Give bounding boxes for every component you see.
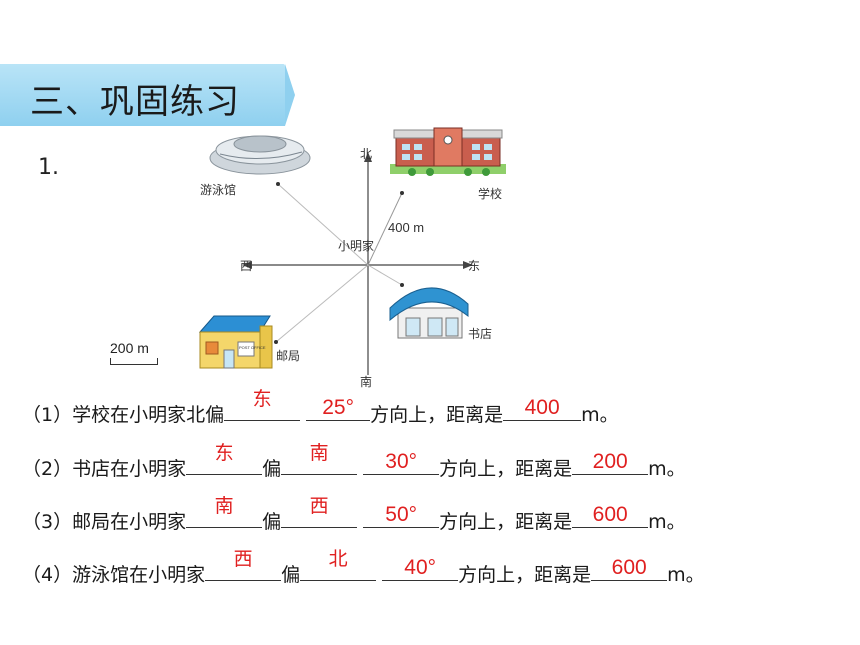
line4-prefix: （4）游泳馆在小明家 <box>22 564 206 586</box>
question-line-3: （3）邮局在小明家 南偏 西 50° 方向上，距离是 600 m。 <box>22 495 686 534</box>
line2-tail: 方向上，距离是 <box>439 458 573 480</box>
line3-prefix: （3）邮局在小明家 <box>22 511 187 533</box>
scale-label: 200 m <box>110 340 149 356</box>
line2-unit: m。 <box>648 458 686 480</box>
north-label: 北 <box>360 147 372 161</box>
line2-prefix: （2）书店在小明家 <box>22 458 187 480</box>
post-line <box>275 264 369 343</box>
line4-answer-direction1: 西 <box>233 548 253 570</box>
line3-mid: 偏 <box>262 511 282 533</box>
line4-unit: m。 <box>667 564 705 586</box>
school-label: 学校 <box>478 186 502 201</box>
line4-blank-direction2[interactable]: 北 <box>300 548 377 581</box>
east-label: 东 <box>468 259 480 273</box>
line4-answer-direction2: 北 <box>328 548 348 570</box>
line3-blank-direction1[interactable]: 南 <box>186 495 263 528</box>
line4-answer-degree: 40° <box>404 556 437 579</box>
line3-answer-direction1: 南 <box>214 495 234 517</box>
west-label: 西 <box>240 259 252 273</box>
post-office-icon: POST OFFICE <box>198 315 273 369</box>
swimming-line <box>277 183 369 266</box>
direction-map: 北 南 东 西 小明家 400 m 学校 书店 邮局 游泳馆 <box>198 127 506 389</box>
line4-mid: 偏 <box>281 564 301 586</box>
line4-tail: 方向上，距离是 <box>458 564 592 586</box>
line1-prefix: （1）学校在小明家北偏 <box>22 404 225 426</box>
section-title: 三、巩固练习 <box>30 82 240 122</box>
post-sign: POST OFFICE <box>239 345 266 350</box>
school-line <box>367 192 403 266</box>
swimming-hall-icon <box>209 135 311 175</box>
line1-blank-distance[interactable]: 400 <box>503 396 582 421</box>
line4-blank-distance[interactable]: 600 <box>591 556 668 581</box>
question-number: 1. <box>38 155 59 180</box>
swimming-hall-label: 游泳馆 <box>200 182 236 197</box>
scale-bar <box>110 358 158 365</box>
line1-answer-degree: 25° <box>322 396 355 419</box>
line2-blank-distance[interactable]: 200 <box>572 450 649 475</box>
line4-answer-distance: 600 <box>611 556 647 579</box>
line3-blank-distance[interactable]: 600 <box>572 503 649 528</box>
line1-blank-direction[interactable]: 东 <box>224 388 301 421</box>
line4-blank-degree[interactable]: 40° <box>382 556 459 581</box>
line2-answer-direction1: 东 <box>214 442 234 464</box>
line3-answer-distance: 600 <box>592 503 628 526</box>
question-line-1: （1）学校在小明家北偏 东 25° 方向上，距离是 400 m。 <box>22 388 619 427</box>
bookstore-label: 书店 <box>468 327 492 341</box>
line2-answer-distance: 200 <box>592 450 628 473</box>
bookstore-line <box>367 264 403 286</box>
bookstore-icon <box>389 287 469 339</box>
line1-blank-degree[interactable]: 25° <box>306 396 371 421</box>
line2-answer-direction2: 南 <box>309 442 329 464</box>
line2-answer-degree: 30° <box>385 450 418 473</box>
line1-tail: 方向上，距离是 <box>370 404 504 426</box>
center-label: 小明家 <box>338 238 374 253</box>
line2-blank-direction1[interactable]: 东 <box>186 442 263 475</box>
line1-answer-direction: 东 <box>252 388 272 410</box>
banner-background <box>0 64 285 126</box>
north-arrow <box>364 152 372 162</box>
line2-blank-degree[interactable]: 30° <box>363 450 440 475</box>
west-arrow <box>242 261 252 269</box>
line2-mid: 偏 <box>262 458 282 480</box>
line3-blank-degree[interactable]: 50° <box>363 503 440 528</box>
distance-label: 400 m <box>388 220 424 235</box>
south-label: 南 <box>360 374 372 389</box>
line1-unit: m。 <box>581 404 619 426</box>
banner-fold <box>285 64 295 126</box>
line1-answer-distance: 400 <box>524 396 560 419</box>
question-line-2: （2）书店在小明家 东偏 南 30° 方向上，距离是 200 m。 <box>22 442 686 481</box>
line2-blank-direction2[interactable]: 南 <box>281 442 358 475</box>
line4-blank-direction1[interactable]: 西 <box>205 548 282 581</box>
line3-unit: m。 <box>648 511 686 533</box>
line3-tail: 方向上，距离是 <box>439 511 573 533</box>
section-banner: 三、巩固练习 <box>0 64 295 126</box>
line3-answer-degree: 50° <box>385 503 418 526</box>
school-icon <box>390 127 506 176</box>
east-arrow <box>463 261 473 269</box>
line3-blank-direction2[interactable]: 西 <box>281 495 358 528</box>
line3-answer-direction2: 西 <box>309 495 329 517</box>
post-office-label: 邮局 <box>276 349 300 363</box>
question-line-4: （4）游泳馆在小明家 西偏 北 40° 方向上，距离是 600 m。 <box>22 548 705 587</box>
